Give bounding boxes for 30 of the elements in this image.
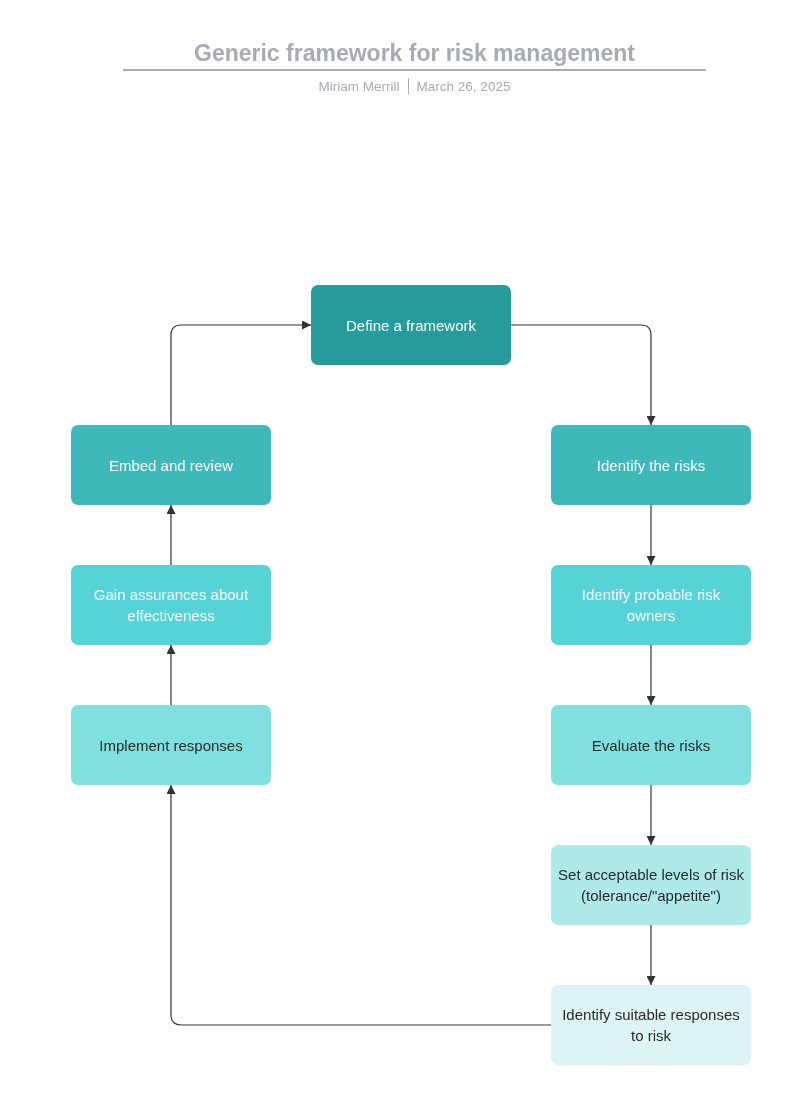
step-label: Evaluate the risks <box>591 735 711 756</box>
date-label: March 26, 2025 <box>416 78 511 94</box>
process-box <box>71 565 271 645</box>
process-box <box>551 565 751 645</box>
arrow <box>166 644 176 706</box>
arrow <box>510 324 656 426</box>
step-label: Identify the risks <box>596 455 706 476</box>
process-box <box>311 285 511 365</box>
process-box <box>71 425 271 505</box>
process-box <box>551 985 751 1065</box>
process-box <box>551 845 751 925</box>
diagram-title: Generic framework for risk management <box>123 40 706 71</box>
process-box <box>551 705 751 785</box>
process-box <box>71 705 271 785</box>
arrow <box>166 504 176 566</box>
arrow <box>166 784 552 1026</box>
step-label: Gain assurances about effectiveness <box>92 585 250 626</box>
step-label: Identify suitable responses to risk <box>561 1005 741 1046</box>
step-label: Identify probable risk owners <box>580 585 722 626</box>
arrow <box>646 504 656 566</box>
step-label: Define a framework <box>345 315 477 336</box>
arrow <box>646 924 656 986</box>
arrow <box>646 644 656 706</box>
arrow <box>170 320 312 426</box>
step-label: Embed and review <box>108 455 234 476</box>
process-box <box>551 425 751 505</box>
arrow <box>646 784 656 846</box>
step-label: Implement responses <box>99 735 243 756</box>
author-name: Miriam Merrill <box>318 78 400 94</box>
step-label: Set acceptable levels of risk (tolerance/"appetite") <box>557 865 745 906</box>
